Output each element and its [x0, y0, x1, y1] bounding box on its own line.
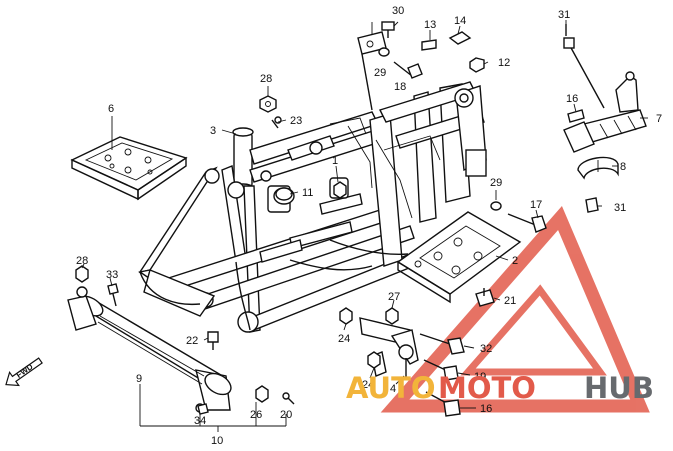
callout-26: 26: [250, 409, 262, 421]
callout-13: 13: [424, 19, 436, 31]
front-tube-part: [67, 286, 232, 413]
clamp-part: [577, 156, 619, 180]
callout-14: 14: [454, 15, 466, 27]
callout-11: 11: [302, 187, 313, 199]
callout-1: 1: [332, 155, 338, 167]
watermark-moto: MOTO: [438, 371, 536, 405]
callout-28a: 28: [260, 73, 272, 85]
callout-4: 4: [390, 383, 396, 395]
callout-27: 27: [388, 291, 400, 303]
callout-2: 2: [512, 255, 518, 267]
callout-20: 20: [280, 409, 292, 421]
callout-28b: 28: [76, 255, 88, 267]
callout-24b: 24: [362, 379, 374, 391]
callout-31b: 31: [614, 202, 626, 214]
callout-33: 33: [106, 269, 118, 281]
callout-9: 9: [136, 373, 142, 385]
watermark-auto: AUTO: [346, 371, 436, 405]
callout-31a: 31: [558, 9, 570, 21]
footpeg-bracket-part: [359, 317, 419, 378]
main-frame-part: [138, 81, 487, 333]
callout-30: 30: [392, 5, 404, 17]
watermark-hub: HUB: [584, 371, 654, 405]
callout-18: 18: [394, 81, 406, 93]
callout-7: 7: [656, 113, 662, 125]
watermark-logo: AUTO MOTO HUB: [346, 371, 654, 405]
footrest-bar-part: [563, 37, 647, 153]
callout-3: 3: [210, 125, 216, 137]
callout-12: 12: [498, 57, 510, 69]
callout-8: 8: [620, 161, 626, 173]
callout-29b: 29: [490, 177, 502, 189]
callout-24a: 24: [338, 333, 350, 345]
callout-23: 23: [290, 115, 302, 127]
callout-10: 10: [211, 435, 223, 447]
callout-21: 21: [504, 295, 516, 307]
callout-6a: 6: [108, 103, 114, 115]
callout-19: 19: [474, 371, 486, 383]
callout-34: 34: [194, 415, 206, 427]
callout-17: 17: [530, 199, 542, 211]
callout-29a: 29: [374, 67, 386, 79]
callout-32: 32: [480, 343, 492, 355]
callout-16a: 16: [566, 93, 578, 105]
skid-plate-part: [70, 116, 188, 201]
leader-lines: [81, 20, 648, 432]
watermark-triangle: [380, 205, 650, 413]
callout-22: 22: [186, 335, 198, 347]
fasteners: [75, 21, 599, 417]
callout-labels: 1 2 3 4 6 7 8 9 10 11 12 13 14 16 16 17 …: [76, 5, 662, 447]
callout-16b: 16: [480, 403, 492, 415]
engine-guard-part: [396, 211, 522, 304]
fwd-direction-arrow: FWD: [5, 357, 43, 387]
